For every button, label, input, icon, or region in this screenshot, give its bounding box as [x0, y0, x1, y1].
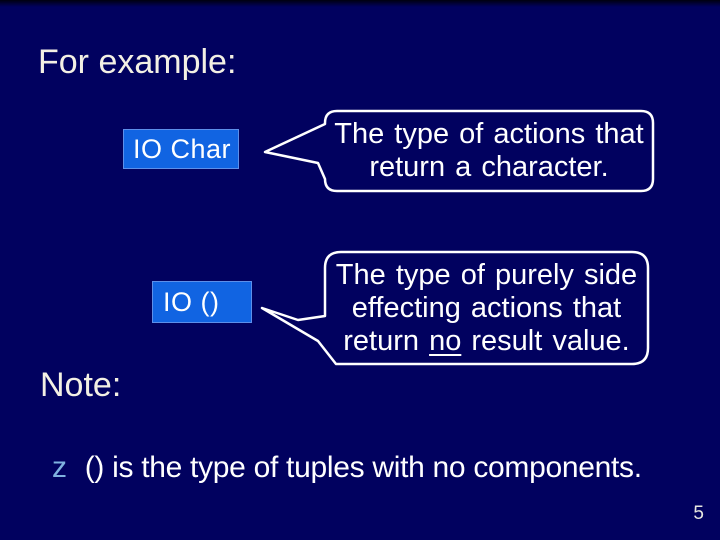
type-box-io-unit-label: IO (): [163, 287, 220, 317]
callout-text-1: The type of actions that return a charac…: [325, 111, 653, 191]
callout-bubble-with-arrow-1: [263, 109, 655, 193]
type-box-io-char-label: IO Char: [133, 134, 232, 164]
type-box-io-char: IO Char: [123, 129, 239, 169]
callout-1-line-2: return a character.: [369, 151, 609, 183]
callout-1-line-1: The type of actions that: [334, 118, 644, 150]
callout-2-line-1: The type of purely side: [335, 258, 638, 291]
callout-2-line-3: return no result value.: [325, 325, 648, 358]
callout-2-line-3-prefix: return: [343, 324, 430, 357]
bullet-line: z () is the type of tuples with no compon…: [52, 450, 642, 486]
note-label: Note:: [40, 366, 122, 404]
type-box-io-unit: IO (): [152, 281, 252, 323]
callout-2-line-2: effecting actions that: [351, 291, 622, 324]
callout-bubble-with-arrow-2: [260, 250, 650, 366]
callout-2-line-3-suffix: result value.: [461, 324, 630, 357]
bullet-marker: z: [52, 451, 67, 484]
page-number: 5: [693, 503, 704, 524]
slide-title: For example:: [38, 43, 237, 81]
bullet-text: () is the type of tuples with no compone…: [84, 451, 642, 484]
callout-2-line-3-underlined-word: no: [429, 324, 462, 357]
callout-text-2: The type of purely side effecting action…: [325, 252, 648, 364]
